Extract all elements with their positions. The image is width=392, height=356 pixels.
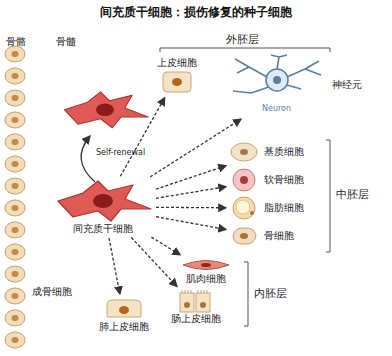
- text-label: 外胚层: [226, 33, 259, 46]
- bone-cell: [5, 178, 25, 194]
- text-label: 骨骼: [6, 36, 26, 48]
- cell-node: 上皮细胞: [156, 56, 198, 96]
- text-label: Self-renewal: [96, 148, 145, 158]
- cell-label: 上皮细胞: [157, 57, 197, 69]
- cell-label: 软骨细胞: [264, 174, 304, 186]
- bone-cell: [5, 310, 25, 326]
- bone-cell: [5, 200, 25, 216]
- cell-label: 脂肪细胞: [264, 202, 304, 214]
- cell-node: 肠上皮细胞: [170, 288, 222, 326]
- dashed-arrow: [150, 119, 241, 177]
- text-label: 成骨细胞: [32, 286, 72, 298]
- text-label: 骨髓: [56, 36, 76, 48]
- cell-picture: [229, 195, 259, 221]
- cell-picture: [229, 167, 259, 193]
- bracket: [326, 140, 330, 252]
- bracket: [244, 262, 248, 326]
- cell-label: 肠上皮细胞: [171, 313, 221, 325]
- dashed-arrow: [131, 238, 177, 287]
- cell-picture: [181, 257, 231, 273]
- cell-picture: [104, 297, 144, 321]
- dashed-arrow: [151, 237, 180, 255]
- bone-cell: [5, 112, 25, 128]
- bone-cell: [5, 266, 25, 282]
- bone-cell: [5, 288, 25, 304]
- dashed-arrow: [156, 187, 226, 199]
- bone-cell: [5, 332, 25, 348]
- dashed-arrow: [156, 217, 226, 230]
- bone-cell-column: [5, 46, 25, 348]
- dashed-arrow: [156, 207, 226, 209]
- text-label: Neuron: [262, 104, 291, 114]
- self-renewal-arrow: [81, 136, 95, 182]
- cell-label: 基质细胞: [264, 146, 304, 158]
- bracket: [160, 48, 330, 52]
- cell-node: 软骨细胞: [228, 166, 305, 194]
- stem-cell-copy: [65, 92, 149, 128]
- cell-node: 骨细胞: [228, 222, 295, 250]
- cell-label: 肺上皮细胞: [99, 321, 149, 333]
- cell-node: 基质细胞: [228, 138, 305, 166]
- dashed-arrow: [156, 166, 226, 190]
- dashed-arrow: [109, 238, 120, 294]
- bone-cell: [5, 46, 25, 62]
- cell-node: 脂肪细胞: [228, 194, 305, 222]
- text-label: 内胚层: [254, 287, 287, 300]
- cell-picture: [229, 223, 259, 249]
- bone-cell: [5, 156, 25, 172]
- cell-picture: [160, 69, 194, 95]
- cell-label: 肌肉细胞: [186, 273, 226, 285]
- bone-cell: [5, 68, 25, 84]
- cell-node: 肌肉细胞: [180, 256, 232, 286]
- cell-label: 间充质干细胞: [73, 223, 133, 235]
- cell-node: 肺上皮细胞: [98, 296, 150, 334]
- bone-cell: [5, 222, 25, 238]
- cell-picture: [53, 179, 153, 223]
- cell-label: 神经元: [332, 79, 362, 91]
- cell-node: 间充质干细胞: [52, 178, 154, 236]
- title: 间充质干细胞：损伤修复的种子细胞: [100, 5, 292, 19]
- cell-label: 骨细胞: [264, 230, 294, 242]
- cell-picture: [229, 139, 259, 165]
- bone-cell: [5, 244, 25, 260]
- bone-cell: [5, 90, 25, 106]
- text-label: 中胚层: [336, 188, 369, 201]
- dashed-arrow: [120, 98, 164, 177]
- cell-picture: [174, 289, 218, 313]
- cell-node: 神经元: [226, 52, 363, 118]
- bone-cell: [5, 134, 25, 150]
